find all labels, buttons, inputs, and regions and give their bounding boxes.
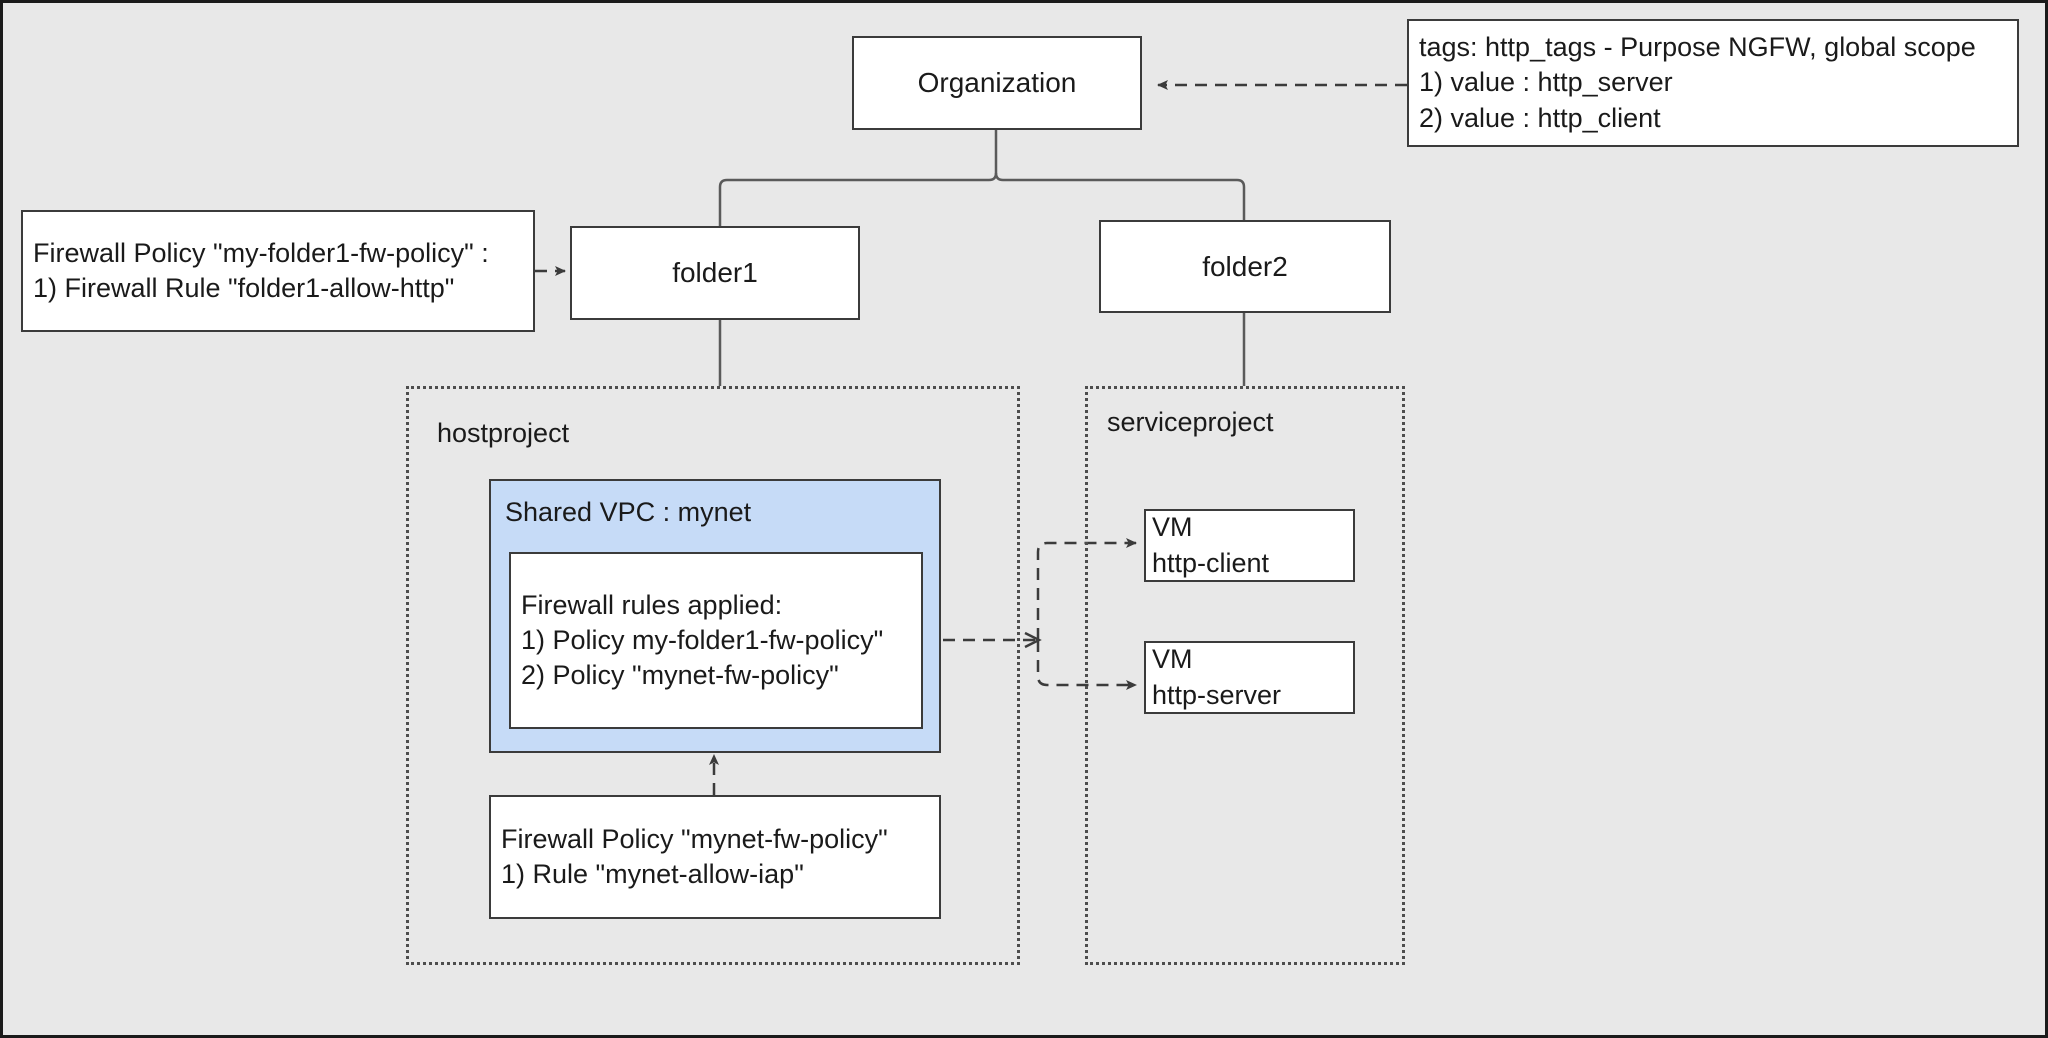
- node-vm-http-server[interactable]: VM http-server: [1144, 641, 1355, 714]
- box-firewall-rules-applied[interactable]: Firewall rules applied: 1) Policy my-fol…: [509, 552, 923, 729]
- node-folder2[interactable]: folder2: [1099, 220, 1391, 313]
- firewall-rules-line-1: Firewall rules applied:: [521, 589, 783, 620]
- annotation-mynet-policy-line-1: Firewall Policy "mynet-fw-policy": [501, 823, 888, 854]
- node-folder1[interactable]: folder1: [570, 226, 860, 320]
- diagram-edges: [535, 80, 1407, 795]
- annotation-folder1-policy[interactable]: Firewall Policy "my-folder1-fw-policy" :…: [21, 210, 535, 332]
- annotation-folder1-policy-line-2: 1) Firewall Rule "folder1-allow-http": [33, 273, 455, 303]
- node-shared-vpc-label: Shared VPC : mynet: [505, 497, 752, 527]
- annotation-tags-line-2: 1) value : http_server: [1419, 67, 1673, 98]
- vm-http-server-name: http-server: [1152, 679, 1282, 710]
- node-organization-label: Organization: [917, 67, 1077, 98]
- annotation-folder1-policy-line-1: Firewall Policy "my-folder1-fw-policy" :: [33, 237, 489, 268]
- node-organization[interactable]: Organization: [852, 36, 1142, 130]
- firewall-rules-line-3: 2) Policy "mynet-fw-policy": [521, 660, 839, 691]
- firewall-rules-line-2: 1) Policy my-folder1-fw-policy": [521, 624, 884, 655]
- annotation-mynet-policy[interactable]: Firewall Policy "mynet-fw-policy" 1) Rul…: [489, 795, 941, 919]
- annotation-mynet-policy-line-2: 1) Rule "mynet-allow-iap": [501, 859, 804, 889]
- node-folder2-label: folder2: [1202, 250, 1288, 282]
- node-folder1-label: folder1: [672, 257, 758, 288]
- vm-http-client-name: http-client: [1152, 547, 1270, 578]
- annotation-tags-line-1: tags: http_tags - Purpose NGFW, global s…: [1419, 32, 1976, 63]
- annotation-tags-note[interactable]: tags: http_tags - Purpose NGFW, global s…: [1407, 19, 2019, 147]
- container-hostproject[interactable]: [406, 386, 1020, 965]
- annotation-tags-line-3: 2) value : http_client: [1419, 102, 1661, 133]
- node-vm-http-client[interactable]: VM http-client: [1144, 509, 1355, 582]
- vm-http-client-kind: VM: [1152, 511, 1193, 542]
- vm-http-server-kind: VM: [1152, 643, 1193, 674]
- container-serviceproject-label: serviceproject: [1107, 407, 1274, 437]
- container-hostproject-label: hostproject: [437, 418, 570, 448]
- container-serviceproject[interactable]: [1085, 386, 1405, 965]
